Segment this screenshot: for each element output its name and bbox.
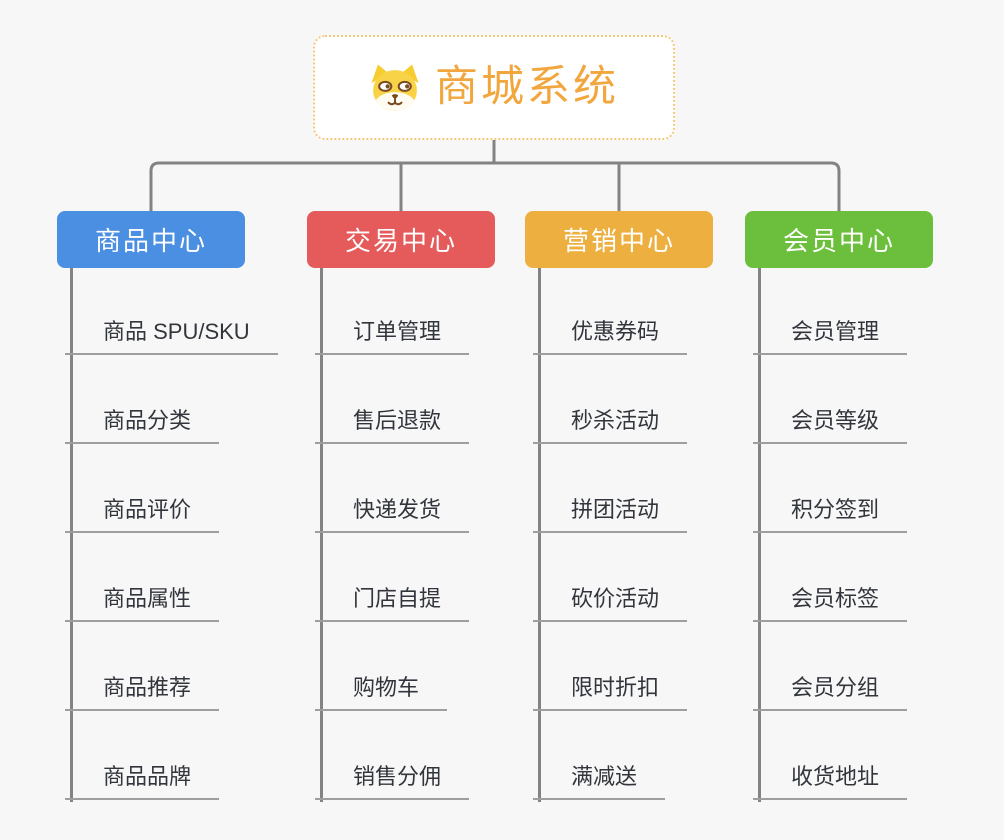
child-item[interactable]: 销售分佣 — [315, 764, 470, 800]
branch-label: 商品中心 — [94, 226, 207, 256]
branch-box-member-center[interactable]: 会员中心 — [745, 211, 933, 268]
branch-box-trade-center[interactable]: 交易中心 — [307, 211, 495, 268]
child-item[interactable]: 门店自提 — [315, 586, 470, 622]
branch-column-trade-center: 交易中心订单管理售后退款快递发货门店自提购物车销售分佣 — [307, 211, 495, 840]
child-item[interactable]: 订单管理 — [315, 319, 470, 355]
branch-label: 会员中心 — [782, 226, 895, 256]
child-item[interactable]: 售后退款 — [315, 408, 470, 444]
branch-label: 营销中心 — [562, 226, 675, 256]
child-item[interactable]: 秒杀活动 — [533, 408, 688, 444]
child-item[interactable]: 商品推荐 — [65, 675, 220, 711]
branch-column-product-center: 商品中心商品 SPU/SKU 商品分类商品评价商品属性商品推荐商品品牌 — [57, 211, 278, 840]
branch-box-product-center[interactable]: 商品中心 — [57, 211, 245, 268]
branch-box-marketing-center[interactable]: 营销中心 — [525, 211, 713, 268]
child-item[interactable]: 会员分组 — [753, 675, 908, 711]
child-item[interactable]: 会员等级 — [753, 408, 908, 444]
child-item[interactable]: 商品分类 — [65, 408, 220, 444]
root-node[interactable]: 商城系统 — [313, 35, 675, 140]
branch-vline — [538, 268, 541, 802]
child-item[interactable]: 砍价活动 — [533, 586, 688, 622]
root-title: 商城系统 — [435, 63, 619, 111]
child-item[interactable]: 商品 SPU/SKU — [65, 319, 278, 355]
child-item[interactable]: 会员管理 — [753, 319, 908, 355]
child-item[interactable]: 优惠券码 — [533, 319, 688, 355]
child-item[interactable]: 商品属性 — [65, 586, 220, 622]
dog-icon — [369, 62, 421, 114]
child-item[interactable]: 购物车 — [315, 675, 448, 711]
child-item[interactable]: 会员标签 — [753, 586, 908, 622]
branch-vline — [70, 268, 73, 802]
branch-label: 交易中心 — [344, 226, 457, 256]
child-item[interactable]: 满减送 — [533, 764, 666, 800]
branch-column-marketing-center: 营销中心优惠券码秒杀活动拼团活动砍价活动限时折扣满减送 — [525, 211, 713, 840]
child-item[interactable]: 限时折扣 — [533, 675, 688, 711]
child-item[interactable]: 商品品牌 — [65, 764, 220, 800]
branch-vline — [758, 268, 761, 802]
child-item[interactable]: 拼团活动 — [533, 497, 688, 533]
branch-column-member-center: 会员中心会员管理会员等级积分签到会员标签会员分组收货地址 — [745, 211, 933, 840]
child-item[interactable]: 商品评价 — [65, 497, 220, 533]
child-item[interactable]: 快递发货 — [315, 497, 470, 533]
branch-vline — [320, 268, 323, 802]
child-item[interactable]: 积分签到 — [753, 497, 908, 533]
child-item[interactable]: 收货地址 — [753, 764, 908, 800]
